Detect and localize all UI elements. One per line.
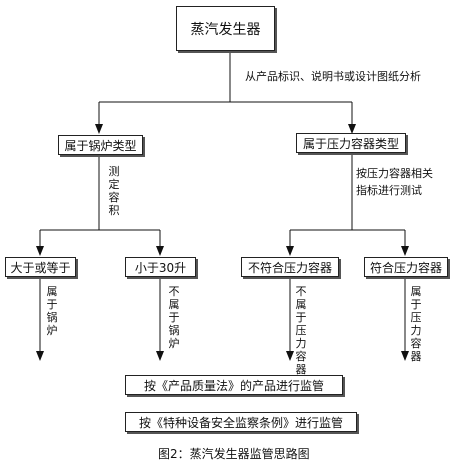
pressure-vessel-type-node: 属于压力容器类型 <box>296 133 406 153</box>
is-pressure-vessel-annotation: 属于压力容器 <box>410 285 422 363</box>
ge-node: 大于或等于 <box>5 257 76 277</box>
is-pressure-vessel-node: 符合压力容器 <box>364 257 448 277</box>
pv-test-annotation-line1: 按压力容器相关 <box>356 167 433 180</box>
lt30-node: 小于30升 <box>125 257 196 277</box>
root-node: 蒸汽发生器 <box>176 6 275 51</box>
figure-caption: 图2：蒸汽发生器监管思路图 <box>158 447 310 461</box>
pv-test-annotation-line2: 指标进行测试 <box>356 184 422 197</box>
special-equipment-regulation-node: 按《特种设备安全监察条例》进行监管 <box>125 412 357 432</box>
boiler-type-node: 属于锅炉类型 <box>58 135 143 155</box>
not-boiler-annotation: 不属于锅炉 <box>168 285 180 350</box>
analysis-annotation: 从产品标识、说明书或设计图纸分析 <box>245 70 421 83</box>
product-quality-law-node: 按《产品质量法》的产品进行监管 <box>125 375 343 395</box>
not-pressure-vessel-annotation: 不属于压力容器 <box>295 285 307 376</box>
measure-volume-annotation: 测定容积 <box>108 165 120 217</box>
not-pressure-vessel-node: 不符合压力容器 <box>241 257 339 277</box>
is-boiler-annotation: 属于锅炉 <box>46 285 58 337</box>
